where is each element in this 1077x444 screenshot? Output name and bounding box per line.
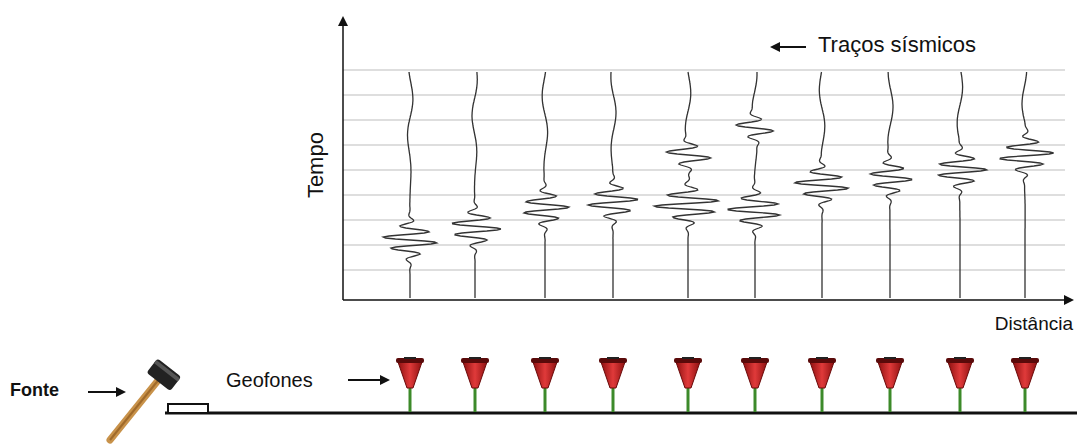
grid-line	[343, 245, 1065, 246]
geophone-body	[948, 362, 972, 388]
geophone-symbol	[531, 358, 559, 412]
geophone-body	[676, 362, 700, 388]
text-label: Tempo	[304, 132, 328, 198]
geophone-terminal	[469, 357, 481, 359]
seismic-trace	[453, 72, 501, 298]
strike-plate	[168, 404, 208, 413]
grid-line	[343, 270, 1065, 271]
grid-line	[343, 220, 1065, 221]
geophone-cap	[741, 358, 769, 363]
geophone-symbol	[1011, 358, 1039, 412]
seismic-trace	[383, 72, 436, 298]
geophone-symbol	[808, 358, 836, 412]
grid-line	[343, 70, 1065, 71]
geophone-cap	[1011, 358, 1039, 363]
text-label: Traços sísmicos	[818, 33, 976, 57]
geophone-cap	[461, 358, 489, 363]
seismic-trace	[1000, 72, 1054, 298]
geophone-spike	[959, 385, 962, 412]
seismic-trace	[870, 72, 911, 298]
geophone-terminal	[749, 357, 761, 359]
seismic-trace	[524, 72, 569, 298]
geophone-body	[743, 362, 767, 388]
pointer-arrow	[88, 391, 124, 393]
geophone-row	[396, 358, 1039, 412]
geophone-spike	[821, 385, 824, 412]
geophone-terminal	[1019, 357, 1031, 359]
geophone-body	[463, 362, 487, 388]
pointer-arrow	[348, 379, 388, 381]
geophone-spike	[612, 385, 615, 412]
text-label: Distância	[995, 314, 1073, 335]
grid-lines	[343, 70, 1065, 270]
geophone-terminal	[539, 357, 551, 359]
geophone-terminal	[607, 357, 619, 359]
geophone-symbol	[876, 358, 904, 412]
geophone-body	[878, 362, 902, 388]
geophone-cap	[396, 358, 424, 363]
geophone-symbol	[946, 358, 974, 412]
geophone-spike	[889, 385, 892, 412]
geophone-cap	[674, 358, 702, 363]
seismic-trace	[938, 72, 986, 298]
geophone-body	[810, 362, 834, 388]
geophone-spike	[754, 385, 757, 412]
geophone-spike	[474, 385, 477, 412]
hammer-symbol	[110, 358, 181, 440]
geophone-spike	[687, 385, 690, 412]
geophone-terminal	[884, 357, 896, 359]
geophone-cap	[876, 358, 904, 363]
geophone-terminal	[954, 357, 966, 359]
seismic-trace	[588, 72, 637, 298]
geophone-body	[601, 362, 625, 388]
time-axis	[342, 18, 344, 300]
distance-axis	[343, 299, 1072, 301]
geophone-cap	[599, 358, 627, 363]
seismic-trace	[654, 72, 718, 298]
geophone-body	[398, 362, 422, 388]
geophone-spike	[544, 385, 547, 412]
grid-line	[343, 95, 1065, 96]
geophone-body	[533, 362, 557, 388]
grid-line	[343, 145, 1065, 146]
geophone-symbol	[461, 358, 489, 412]
geophone-symbol	[599, 358, 627, 412]
geophone-symbol	[396, 358, 424, 412]
geophone-cap	[808, 358, 836, 363]
pointer-arrow	[772, 46, 806, 48]
geophone-cap	[946, 358, 974, 363]
geophone-terminal	[404, 357, 416, 359]
seismic-trace	[795, 72, 848, 298]
grid-line	[343, 170, 1065, 171]
geophone-body	[1013, 362, 1037, 388]
geophone-spike	[409, 385, 412, 412]
text-label: Geofones	[226, 369, 313, 391]
geophone-terminal	[682, 357, 694, 359]
seismic-traces	[383, 72, 1053, 298]
ground-line	[165, 412, 1077, 415]
grid-line	[343, 195, 1065, 196]
geophone-terminal	[816, 357, 828, 359]
geophone-cap	[531, 358, 559, 363]
seismic-trace	[728, 72, 780, 298]
geophone-symbol	[674, 358, 702, 412]
text-label: Fonte	[10, 381, 59, 401]
geophone-symbol	[741, 358, 769, 412]
geophone-spike	[1024, 385, 1027, 412]
